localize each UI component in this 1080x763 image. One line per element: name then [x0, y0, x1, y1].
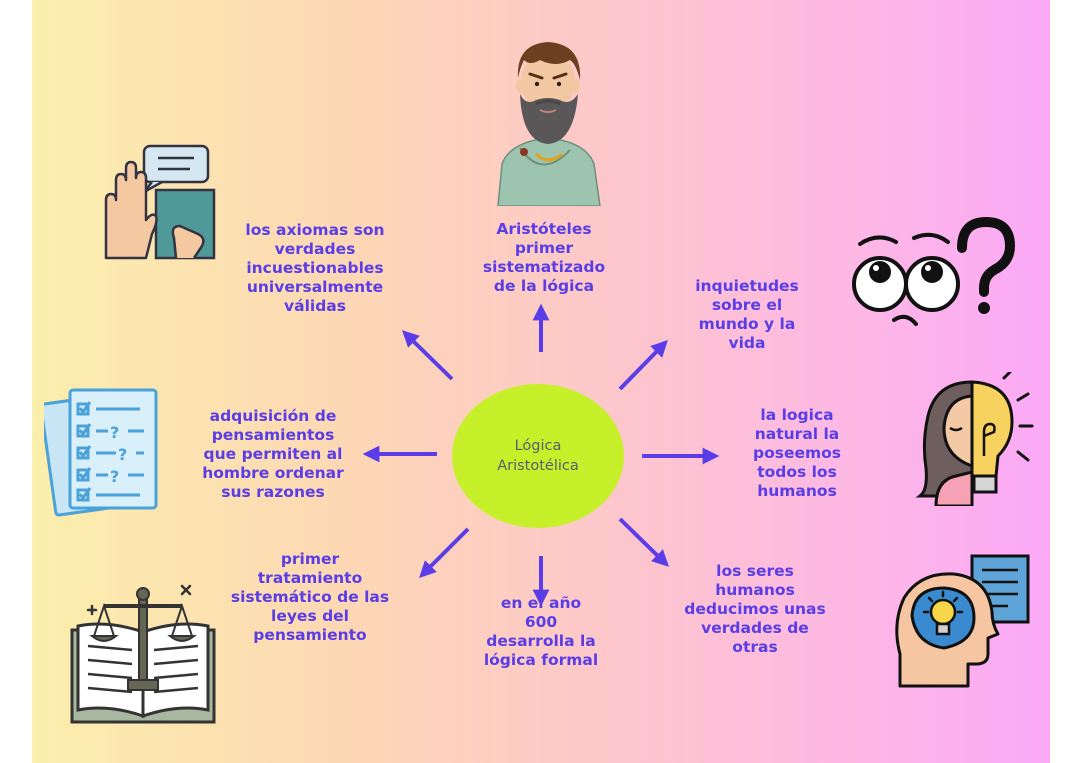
- arrow-to-bottom-right: [618, 517, 670, 567]
- head-idea-document-icon: [895, 554, 1030, 688]
- law-book-scales-icon: [70, 584, 216, 724]
- checklist-questions-icon: ? ? ?: [44, 388, 158, 517]
- svg-text:?: ?: [118, 445, 127, 464]
- woman-lightbulb-icon: [915, 372, 1034, 506]
- arrow-to-top-right: [618, 339, 668, 391]
- svg-text:?: ?: [110, 467, 119, 486]
- node-text-top-right: inquietudes sobre el mundo y la vida: [695, 277, 799, 352]
- node-text-right: la logica natural la poseemos todos los …: [752, 406, 842, 500]
- aristotle-portrait-icon: [497, 42, 601, 206]
- node-text-bottom-right: los seres humanos deducimos unas verdade…: [684, 562, 826, 656]
- node-text-top: Aristóteles primer sistematizado de la l…: [482, 220, 606, 295]
- curious-eyes-question-icon: [852, 216, 1016, 326]
- node-text-left: adquisición de pensamientos que permiten…: [202, 407, 344, 501]
- page-margin-left: [0, 0, 32, 763]
- node-text-bottom-left: primer tratamiento sistemático de las le…: [230, 550, 390, 644]
- page-margin-right: [1050, 0, 1080, 763]
- node-text-bottom: en el año 600 desarrolla la lógica forma…: [483, 594, 599, 669]
- center-node: Lógica Aristotélica: [452, 384, 624, 528]
- node-text-top-left: los axiomas son verdades incuestionables…: [245, 221, 385, 315]
- arrow-to-bottom-left: [419, 527, 470, 578]
- arrow-to-top-left: [401, 330, 454, 381]
- svg-text:?: ?: [110, 423, 119, 442]
- center-label: Lógica Aristotélica: [497, 438, 579, 474]
- raised-hand-speech-icon: [104, 144, 216, 260]
